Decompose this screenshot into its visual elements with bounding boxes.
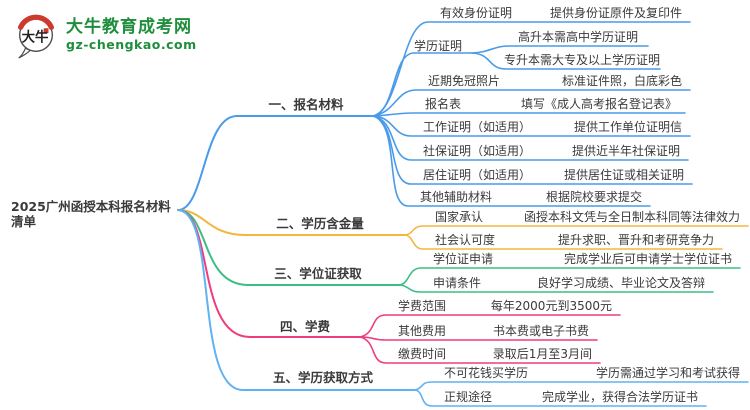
leaf-label: 其他辅助材料: [420, 190, 493, 204]
branch-1-links: [177, 21, 693, 211]
leaf-label: 社会认可度: [435, 233, 496, 247]
leaf-zhuanshengben[interactable]: 专升本需大专及以上学历证明: [503, 53, 661, 69]
leaf-value: 完成学业后可申请学士学位证书: [563, 252, 732, 266]
branch-4-label[interactable]: 四、学费: [279, 319, 330, 334]
leaf-value: 良好学习成绩、毕业论文及答辩: [536, 276, 705, 290]
leaf-label: 学费范围: [398, 299, 447, 313]
leaf-value: 高升本需高中学历证明: [517, 30, 638, 44]
site-name: 大牛教育成考网: [66, 16, 192, 37]
leaf-form[interactable]: 报名表 填写《成人高考报名登记表》: [413, 97, 685, 113]
logo-bull-icon: 大牛: [18, 14, 54, 59]
leaf-label: 国家承认: [435, 210, 484, 224]
leaf-value: 函授本科文凭与全日制本科同等法律效力: [523, 210, 740, 224]
leaf-other-fees[interactable]: 其他费用 书本费或电子书费: [386, 324, 597, 340]
leaf-apply-conditions[interactable]: 申请条件 良好学习成绩、毕业论文及答辩: [421, 276, 713, 292]
logo-icon-text: 大牛: [22, 29, 49, 46]
leaf-value: 录取后1月至3月间: [492, 347, 592, 361]
leaf-value: 书本费或电子书费: [492, 324, 589, 338]
site-url: gz-chengkao.com: [66, 36, 197, 52]
leaf-value: 提供居住证或相关证明: [563, 168, 684, 182]
leaf-other-materials[interactable]: 其他辅助材料 根据院校要求提交: [408, 190, 650, 206]
leaf-label: 社保证明（如适用）: [423, 144, 532, 158]
leaf-label: 学位证申请: [433, 252, 494, 266]
leaf-gaoshengben[interactable]: 高升本需高中学历证明: [506, 30, 650, 46]
leaf-tuition-range[interactable]: 学费范围 每年2000元到3500元: [386, 299, 620, 315]
root-topic[interactable]: 2025广州函授本科报名材料清单: [11, 199, 171, 229]
branch-5-label[interactable]: 五、学历获取方式: [272, 370, 373, 385]
leaf-value: 每年2000元到3500元: [490, 299, 612, 313]
leaf-value: 提升求职、晋升和考研竞争力: [557, 233, 714, 247]
leaf-value: 提供身份证原件及复印件: [549, 6, 682, 20]
branch-2-links: [177, 209, 749, 250]
leaf-value: 提供工作单位证明信: [573, 120, 682, 134]
leaf-residence-proof[interactable]: 居住证明（如适用） 提供居住证或相关证明: [411, 168, 692, 184]
leaf-label: 其他费用: [398, 324, 447, 338]
leaf-degree-apply[interactable]: 学位证申请 完成学业后可申请学士学位证书: [421, 252, 740, 268]
leaf-value: 学历需通过学习和考试获得: [595, 366, 740, 380]
leaf-label: 居住证明（如适用）: [423, 168, 532, 182]
leaf-legitimate-way[interactable]: 正规途径 完成学业，获得合法学历证书: [432, 390, 706, 406]
leaf-value: 填写《成人高考报名登记表》: [520, 97, 677, 111]
leaf-label: 缴费时间: [398, 347, 447, 361]
leaf-label: 申请条件: [433, 276, 482, 290]
branch-4-links: [177, 209, 621, 364]
leaf-label: 有效身份证明: [440, 6, 513, 20]
leaf-payment-time[interactable]: 缴费时间 录取后1月至3月间: [386, 347, 600, 363]
leaf-label: 不可花钱买学历: [444, 366, 529, 380]
leaf-label: 正规途径: [444, 390, 493, 404]
branch-2-label[interactable]: 二、学历含金量: [276, 216, 364, 231]
leaf-work-proof[interactable]: 工作证明（如适用） 提供工作单位证明信: [411, 120, 690, 136]
leaf-value: 专升本需大专及以上学历证明: [504, 53, 661, 67]
site-logo[interactable]: 大牛 大牛教育成考网 gz-chengkao.com: [12, 8, 197, 60]
leaf-value: 标准证件照，白底彩色: [561, 74, 682, 88]
branch-5-links: [177, 209, 749, 407]
leaf-value: 提供近半年社保证明: [571, 144, 680, 158]
leaf-value: 完成学业，获得合法学历证书: [541, 390, 698, 404]
leaf-valid-id[interactable]: 有效身份证明 提供身份证原件及复印件: [428, 6, 690, 22]
leaf-photo[interactable]: 近期免冠照片 标准证件照，白底彩色: [416, 74, 690, 90]
branch-3-label[interactable]: 三、学位证获取: [274, 266, 362, 281]
node-education-proof[interactable]: 学历证明: [414, 39, 463, 53]
leaf-social-recognition[interactable]: 社会认可度 提升求职、晋升和考研竞争力: [423, 233, 722, 249]
leaf-state-recognized[interactable]: 国家承认 函授本科文凭与全日制本科同等法律效力: [423, 210, 748, 226]
leaf-label: 报名表: [425, 97, 462, 111]
leaf-value: 根据院校要求提交: [545, 190, 642, 204]
branch-1-label[interactable]: 一、报名材料: [268, 97, 344, 112]
leaf-no-buying-diploma[interactable]: 不可花钱买学历 学历需通过学习和考试获得: [432, 366, 748, 382]
leaf-label: 工作证明（如适用）: [423, 120, 532, 134]
leaf-social-proof[interactable]: 社保证明（如适用） 提供近半年社保证明: [411, 144, 688, 160]
leaf-label: 近期免冠照片: [428, 74, 501, 88]
